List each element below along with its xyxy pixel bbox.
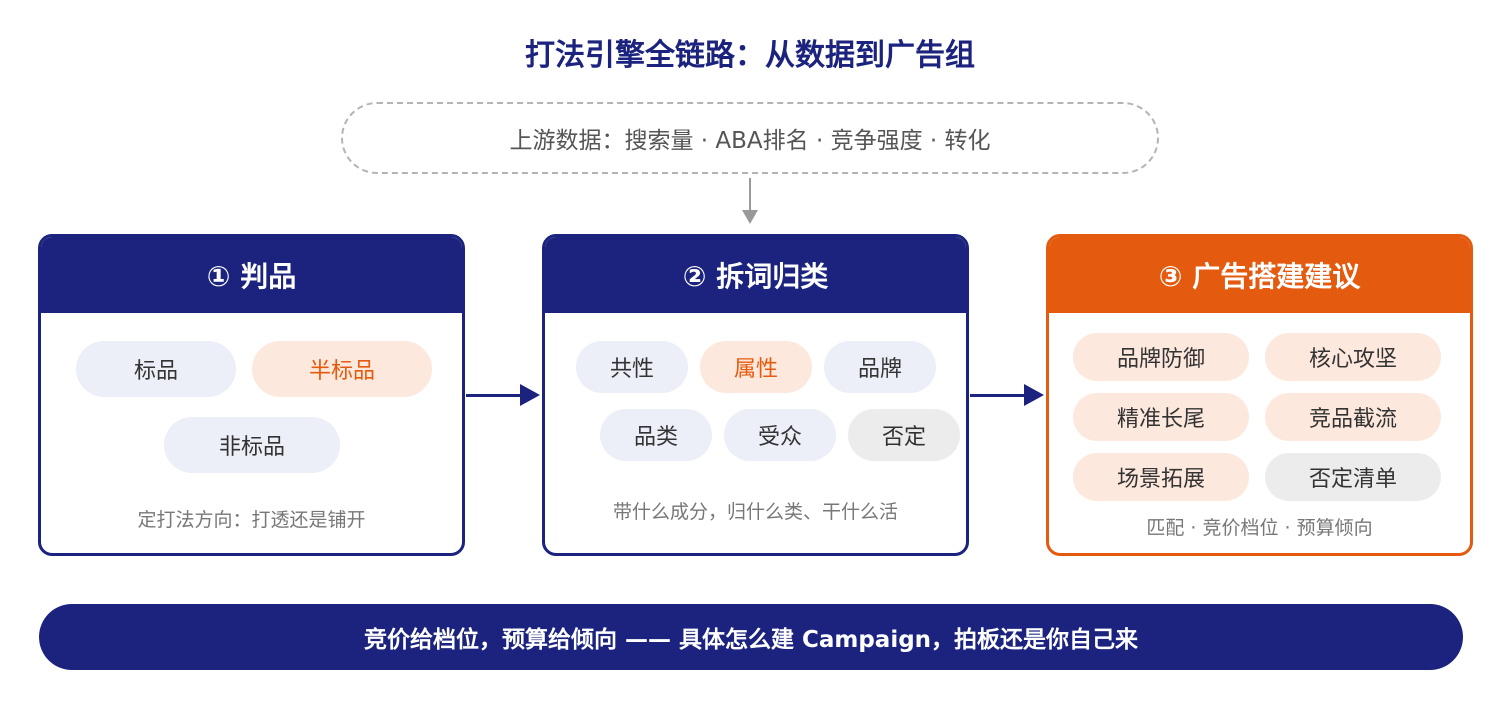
arrow-line-1-2 — [466, 394, 522, 397]
arrow-line-2-3 — [970, 394, 1026, 397]
tag-scenario-expansion: 场景拓展 — [1073, 453, 1249, 501]
tag-core-attack: 核心攻坚 — [1265, 333, 1441, 381]
panel-header: ③ 广告搭建建议 — [1049, 237, 1470, 313]
tag-negative: 否定 — [848, 409, 960, 461]
tag-negative-list: 否定清单 — [1265, 453, 1441, 501]
upstream-data-box: 上游数据：搜索量 · ABA排名 · 竞争强度 · 转化 — [341, 102, 1159, 174]
panel-note: 带什么成分，归什么类、干什么活 — [612, 501, 898, 523]
arrow-right-icon — [520, 384, 540, 406]
tag-common: 共性 — [576, 341, 688, 393]
tag-brand-defense: 品牌防御 — [1073, 333, 1249, 381]
tag-standard-product: 标品 — [76, 341, 236, 397]
tag-category: 品类 — [600, 409, 712, 461]
panel-ad-structure-advice: ③ 广告搭建建议 品牌防御 核心攻坚 精准长尾 竞品截流 场景拓展 否定清单 匹… — [1046, 234, 1473, 556]
tag-semi-standard-product: 半标品 — [252, 341, 432, 397]
panel-keyword-classification: ② 拆词归类 共性 属性 品牌 品类 受众 否定 带什么成分，归什么类、干什么活 — [542, 234, 969, 556]
panel-note: 匹配 · 竞价档位 · 预算倾向 — [1146, 517, 1373, 539]
down-arrow-line — [749, 178, 751, 212]
diagram-title: 打法引擎全链路：从数据到广告组 — [525, 38, 975, 73]
panel-product-judgment: ① 判品 标品 半标品 非标品 定打法方向：打透还是铺开 — [38, 234, 465, 556]
panel-header: ① 判品 — [41, 237, 462, 313]
tag-attribute: 属性 — [700, 341, 812, 393]
upstream-data-label: 上游数据：搜索量 · ABA排名 · 竞争强度 · 转化 — [509, 128, 991, 154]
arrow-right-icon — [1024, 384, 1044, 406]
tag-brand: 品牌 — [824, 341, 936, 393]
tag-audience: 受众 — [724, 409, 836, 461]
tag-competitor-interception: 竞品截流 — [1265, 393, 1441, 441]
summary-banner: 竞价给档位，预算给倾向 —— 具体怎么建 Campaign，拍板还是你自己来 — [39, 604, 1463, 670]
summary-banner-text: 竞价给档位，预算给倾向 —— 具体怎么建 Campaign，拍板还是你自己来 — [363, 627, 1139, 653]
panel-header: ② 拆词归类 — [545, 237, 966, 313]
down-arrow-icon — [742, 210, 758, 224]
panel-note: 定打法方向：打透还是铺开 — [137, 509, 366, 531]
tag-non-standard-product: 非标品 — [164, 417, 340, 473]
tag-precise-long-tail: 精准长尾 — [1073, 393, 1249, 441]
